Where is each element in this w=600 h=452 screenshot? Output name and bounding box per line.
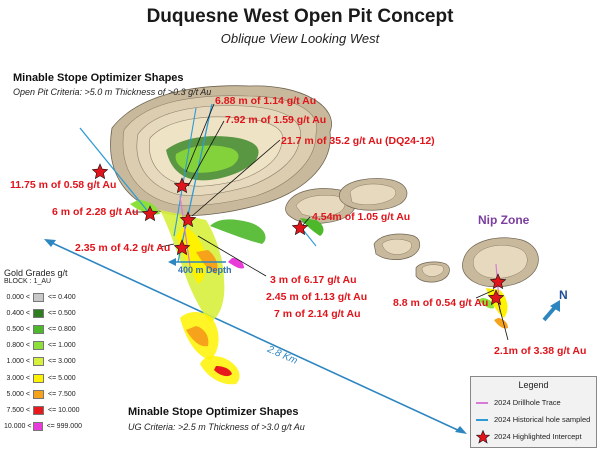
grade-upper-bound: <= 0.800 [44, 326, 76, 333]
legend-title: Legend [471, 380, 596, 390]
grade-lower-bound: 5.000 < [4, 391, 33, 398]
grade-lower-bound: 0.000 < [4, 294, 33, 301]
legend-box: Legend 2024 Drillhole Trace 2024 Histori… [470, 376, 597, 448]
legend-item-historical: 2024 Historical hole sampled [471, 411, 596, 428]
north-label: N [559, 288, 568, 302]
open-pit-title: Minable Stope Optimizer Shapes [13, 72, 184, 84]
grade-color-swatch [33, 390, 44, 399]
intercept-label: 2.35 m of 4.2 g/t Au [75, 242, 170, 254]
grade-legend-row: 0.000 < <= 0.400 [4, 289, 82, 305]
legend-item-label: 2024 Drillhole Trace [494, 398, 561, 407]
grade-legend-rows: 0.000 < <= 0.400 0.400 < <= 0.500 0.500 < <= … [4, 289, 82, 435]
legend-item-intercept: 2024 Highlighted Intercept [471, 428, 596, 445]
ore-body-main [130, 200, 266, 384]
distance-arrow [44, 239, 467, 434]
intercept-label: 7 m of 2.14 g/t Au [274, 308, 361, 320]
grade-legend-row: 0.400 < <= 0.500 [4, 305, 82, 321]
pit-east-2 [339, 179, 407, 211]
underground-criteria: UG Criteria: >2.5 m Thickness of >3.0 g/… [128, 422, 305, 432]
grade-legend-row: 0.800 < <= 1.000 [4, 338, 82, 354]
grade-lower-bound: 0.500 < [4, 326, 33, 333]
intercept-label: 6 m of 2.28 g/t Au [52, 206, 139, 218]
pit-east-4 [416, 262, 449, 282]
grade-lower-bound: 7.500 < [4, 407, 33, 414]
grade-upper-bound: <= 3.000 [44, 358, 76, 365]
intercept-label: 11.75 m of 0.58 g/t Au [10, 179, 116, 191]
legend-item-label: 2024 Highlighted Intercept [494, 432, 582, 441]
drillhole-trace-swatch [476, 402, 488, 404]
open-pit-criteria: Open Pit Criteria: >5.0 m Thickness of >… [13, 87, 211, 97]
grade-color-swatch [33, 406, 44, 415]
grade-upper-bound: <= 999.000 [43, 423, 82, 430]
intercept-label: 4.54m of 1.05 g/t Au [312, 211, 410, 223]
grade-lower-bound: 10.000 < [4, 423, 33, 430]
grade-legend: Gold Grades g/t BLOCK : 1_AU 0.000 < <= 0… [4, 268, 82, 435]
grade-lower-bound: 3.000 < [4, 375, 33, 382]
historical-hole-swatch [476, 419, 488, 421]
star-icon [476, 430, 490, 444]
grade-lower-bound: 0.400 < [4, 310, 33, 317]
grade-upper-bound: <= 5.000 [44, 375, 76, 382]
grade-color-swatch [33, 293, 44, 302]
pit-east-3 [374, 234, 420, 260]
underground-title: Minable Stope Optimizer Shapes [128, 406, 299, 418]
grade-legend-row: 3.000 < <= 5.000 [4, 370, 82, 386]
grade-color-swatch [33, 325, 44, 334]
legend-item-label: 2024 Historical hole sampled [494, 415, 590, 424]
grade-upper-bound: <= 7.500 [44, 391, 76, 398]
grade-upper-bound: <= 0.500 [44, 310, 76, 317]
grade-lower-bound: 0.800 < [4, 342, 33, 349]
grade-color-swatch [33, 341, 44, 350]
north-arrow-icon [544, 300, 560, 320]
intercept-label: 6.88 m of 1.14 g/t Au [215, 95, 316, 107]
grade-upper-bound: <= 0.400 [44, 294, 76, 301]
intercept-star [92, 164, 107, 179]
grade-upper-bound: <= 1.000 [44, 342, 76, 349]
grade-lower-bound: 1.000 < [4, 358, 33, 365]
intercept-label: 7.92 m of 1.59 g/t Au [225, 114, 326, 126]
legend-item-drillhole: 2024 Drillhole Trace [471, 394, 596, 411]
grade-color-swatch [33, 422, 43, 431]
grade-legend-row: 0.500 < <= 0.800 [4, 321, 82, 337]
grade-legend-block: BLOCK : 1_AU [4, 278, 82, 285]
grade-legend-title: Gold Grades g/t [4, 268, 82, 278]
depth-label: 400 m Depth [178, 265, 232, 275]
grade-legend-row: 7.500 < <= 10.000 [4, 402, 82, 418]
nip-zone-label: Nip Zone [478, 213, 529, 227]
grade-color-swatch [33, 309, 44, 318]
intercept-label: 2.1m of 3.38 g/t Au [494, 345, 586, 357]
grade-legend-row: 10.000 < <= 999.000 [4, 419, 82, 435]
intercept-label: 8.8 m of 0.54 g/t Au [393, 297, 488, 309]
intercept-label: 3 m of 6.17 g/t Au [270, 274, 357, 286]
grade-color-swatch [33, 374, 44, 383]
intercept-label: 21.7 m of 35.2 g/t Au (DQ24-12) [281, 135, 435, 147]
grade-legend-row: 5.000 < <= 7.500 [4, 386, 82, 402]
grade-upper-bound: <= 10.000 [44, 407, 80, 414]
grade-legend-row: 1.000 < <= 3.000 [4, 354, 82, 370]
grade-color-swatch [33, 357, 44, 366]
intercept-label: 2.45 m of 1.13 g/t Au [266, 291, 367, 303]
